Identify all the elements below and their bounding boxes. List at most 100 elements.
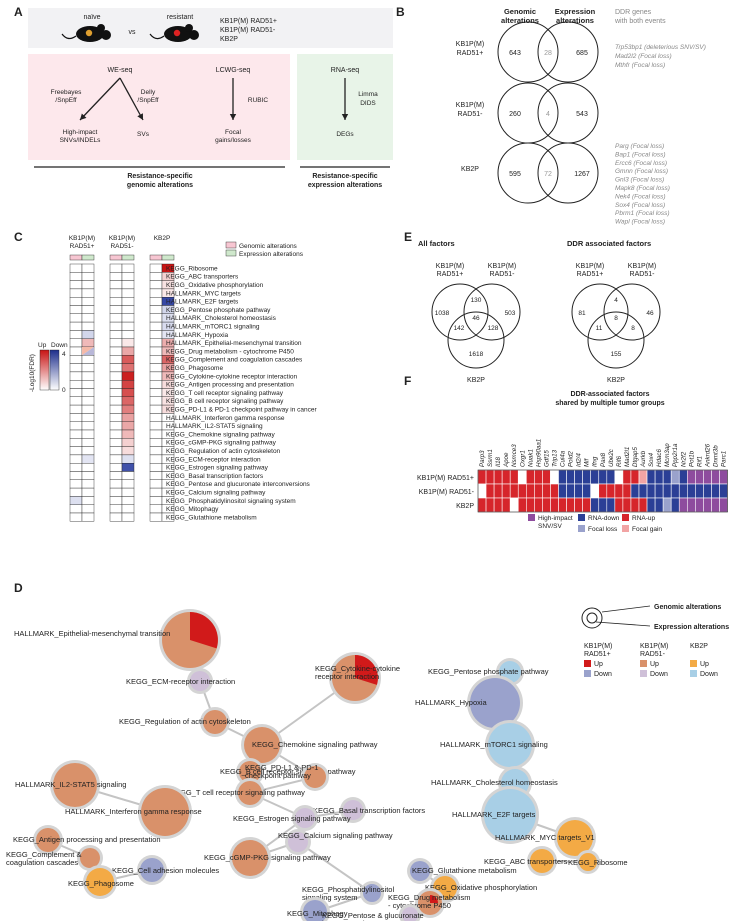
network-node-compl: KEGG_Complement &coagulation cascades <box>6 845 103 871</box>
network-edge <box>297 841 373 894</box>
matrix-cell <box>477 497 487 513</box>
matrix-cell <box>590 483 600 499</box>
heatmap-cell <box>149 313 163 323</box>
network-node-estro: KEGG_Estrogen signaling pathway <box>233 805 351 831</box>
network-node-ifng: HALLMARK_Interferon gamma response <box>65 785 202 839</box>
node-core <box>579 853 597 871</box>
matrix-cell <box>662 469 672 485</box>
venn-label-a: KB1P(M) <box>436 263 464 270</box>
venn-circle-genomic <box>497 142 559 204</box>
ddr-gene: Wapl (Focal loss) <box>615 219 665 226</box>
snv-label: High-impact <box>63 129 98 136</box>
venn-overlap-count: 28 <box>544 50 552 57</box>
network-node-bcell: KEGG_B cell receptor signaling pathway <box>220 758 356 786</box>
gene-label: Rif6 <box>616 455 623 467</box>
network-node-actin: KEGG_Regulation of actin cytoskeleton <box>119 707 251 737</box>
freebayes-label: /SnpEff <box>55 97 76 104</box>
legend-ring-inner <box>586 612 598 624</box>
ddr-gene: Gmnn (Focal loss) <box>615 168 668 175</box>
venn-count-bc: 8 <box>631 325 635 332</box>
matrix-cell <box>719 483 728 499</box>
node-core <box>190 671 210 691</box>
pathway-label: HALLMARK_Cholesterol homeostasis <box>166 315 277 322</box>
heatmap-cell <box>121 446 135 456</box>
matrix-cell <box>501 497 511 513</box>
pathway-label: HALLMARK_Epithelial-mesenchymal transiti… <box>166 340 302 347</box>
vs-label: vs <box>129 29 137 36</box>
pathway-label: KEGG_ECM-receptor interaction <box>166 456 261 463</box>
heatmap-cell <box>81 504 95 514</box>
gene-label: Ifng <box>592 456 599 467</box>
heatmap-cell <box>69 421 83 431</box>
snv-label: SNVs/INDELs <box>60 137 102 144</box>
heatmap-cell <box>149 496 163 505</box>
heatmap-cell <box>69 288 83 298</box>
pathway-label: KEGG_Complement and coagulation cascades <box>166 357 303 364</box>
heatmap-cell <box>69 479 83 489</box>
gene-label: Mad2l1 <box>624 447 631 467</box>
heatmap-cell <box>81 272 95 281</box>
matrix-cell <box>703 483 712 499</box>
ddr-gene: Mthfr (Focal loss) <box>615 62 665 69</box>
heatmap-cell <box>69 504 83 514</box>
gene-label: Hsp90aa1 <box>535 439 542 467</box>
network-node-label: HALLMARK_Epithelial-mesenchymal transiti… <box>14 629 170 638</box>
matrix-cell <box>678 497 688 513</box>
rubic-label: RUBIC <box>248 97 269 104</box>
gene-label: Nsmce3 <box>511 444 518 467</box>
network-node-glut: KEGG_Glutathione metabolism <box>407 858 517 884</box>
col-ddr-header: DDR genes <box>615 9 652 16</box>
heatmap-cell <box>69 454 83 464</box>
heatmap-cell <box>81 396 95 406</box>
heatmap-cell <box>81 330 95 339</box>
node-core <box>402 907 418 921</box>
gene-label: Cul4a <box>560 450 567 467</box>
heatmap-cell <box>149 321 163 331</box>
heatmap-cell <box>81 438 95 447</box>
matrix-cell <box>517 497 527 513</box>
node-core <box>410 861 430 881</box>
heatmap-cell <box>121 288 135 298</box>
matrix-cell <box>574 497 583 513</box>
genomic-strip <box>149 254 163 261</box>
matrix-cell <box>590 497 600 513</box>
matrix-cell <box>670 483 680 499</box>
legend-label: RNA-down <box>588 515 620 522</box>
heatmap-cell <box>149 463 163 472</box>
heatmap-cell <box>149 479 163 489</box>
venn-overlap-count: 4 <box>546 111 550 118</box>
expression-strip <box>81 254 95 261</box>
node-core <box>86 868 114 896</box>
network-node-basal: KEGG_Basal transcription factors <box>313 797 425 823</box>
heatmap-cell <box>109 346 123 356</box>
network-node-label: HALLMARK_Hypoxia <box>415 698 488 707</box>
node-core <box>238 781 262 805</box>
legend-down-label: Down <box>594 671 612 678</box>
venn-ddr-factors: DDR associated factorsKB1P(M)RAD51+KB1P(… <box>567 239 661 384</box>
network-node-label: checkpoint pathway <box>245 771 311 780</box>
matrix-cell <box>509 469 519 485</box>
colorbar-axis-label: -Log10(FDR) <box>29 354 36 392</box>
network-node-label: signaling system <box>302 893 357 902</box>
heatmap-cell <box>121 321 135 331</box>
venn-title: DDR associated factors <box>567 239 651 248</box>
heatmap-cell <box>81 355 95 364</box>
legend-genomic-label: Genomic alterations <box>654 604 721 611</box>
matrix-cell <box>582 497 592 513</box>
heatmap-cell <box>121 413 135 422</box>
legend-genomic-swatch <box>225 241 237 249</box>
gene-label: Il18 <box>495 456 502 467</box>
ddr-gene: Mapk8 (Focal loss) <box>615 185 670 192</box>
matrix-cell <box>686 469 696 485</box>
heatmap-cell <box>121 463 135 472</box>
pathway-label: KEGG_Ribosome <box>166 265 218 272</box>
network-node-label: KEGG_ABC transporters <box>484 857 568 866</box>
network-node-cam: KEGG_Cell adhesion molecules <box>112 855 219 885</box>
degs-label: DEGs <box>336 131 354 138</box>
matrix-cell <box>606 469 616 485</box>
matrix-cell <box>574 483 583 499</box>
heatmap-cell <box>81 297 95 306</box>
heatmap-cell <box>109 338 123 348</box>
